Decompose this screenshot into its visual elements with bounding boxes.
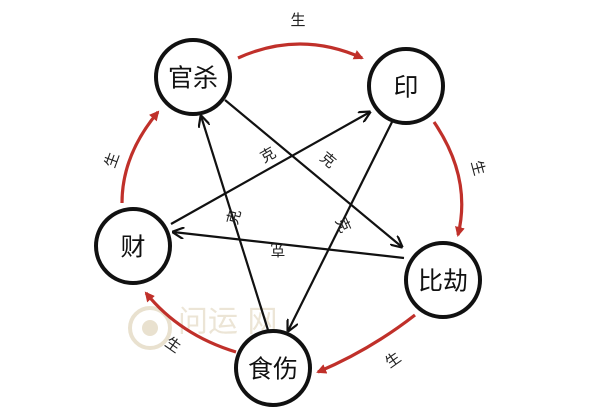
control-arrow-bijie-cai	[173, 232, 405, 260]
node-circle-shishang	[234, 329, 312, 407]
control-arrow-shishang-guansha	[201, 116, 270, 331]
node-shishang: 食伤	[234, 329, 312, 407]
logo-inner-icon	[142, 320, 158, 336]
node-circle-cai	[94, 207, 172, 285]
control-arrow-yin-shishang	[288, 121, 393, 331]
generate-arrow-shishang-cai	[144, 291, 237, 354]
control-label-yin-shishang: 克	[332, 214, 355, 235]
control-label-shishang-guansha: 克	[223, 207, 244, 226]
node-label-guansha: 官杀	[168, 64, 218, 93]
node-circle-yin	[367, 47, 445, 125]
generate-label-bijie-shishang: 生	[382, 348, 405, 371]
node-label-cai: 财	[120, 233, 145, 262]
node-label-yin: 印	[393, 73, 418, 102]
node-guansha: 官杀	[154, 38, 232, 116]
node-label-bijie: 比劫	[418, 267, 468, 296]
generate-arrow-cai-guansha	[120, 110, 160, 204]
generate-arrow-guansha-yin	[237, 42, 364, 60]
control-arrow-cai-yin	[170, 112, 370, 225]
node-yin: 印	[367, 47, 445, 125]
generate-label-yin-bijie: 生	[467, 158, 488, 177]
control-label-cai-yin: 克	[257, 143, 279, 166]
generate-arrow-yin-bijie	[432, 121, 465, 237]
control-arrow-guansha-bijie	[224, 99, 402, 247]
generate-arrow-bijie-shishang	[316, 313, 416, 374]
control-label-bijie-cai: 克	[270, 241, 285, 259]
node-circle-guansha	[154, 38, 232, 116]
node-bijie: 比劫	[404, 241, 482, 319]
node-cai: 财	[94, 207, 172, 285]
node-label-shishang: 食伤	[248, 355, 298, 384]
logo-circle-icon	[128, 306, 172, 350]
control-label-guansha-bijie: 克	[316, 148, 339, 171]
node-circle-bijie	[404, 241, 482, 319]
generate-label-guansha-yin: 生	[290, 11, 305, 29]
generate-label-cai-guansha: 生	[101, 150, 123, 170]
